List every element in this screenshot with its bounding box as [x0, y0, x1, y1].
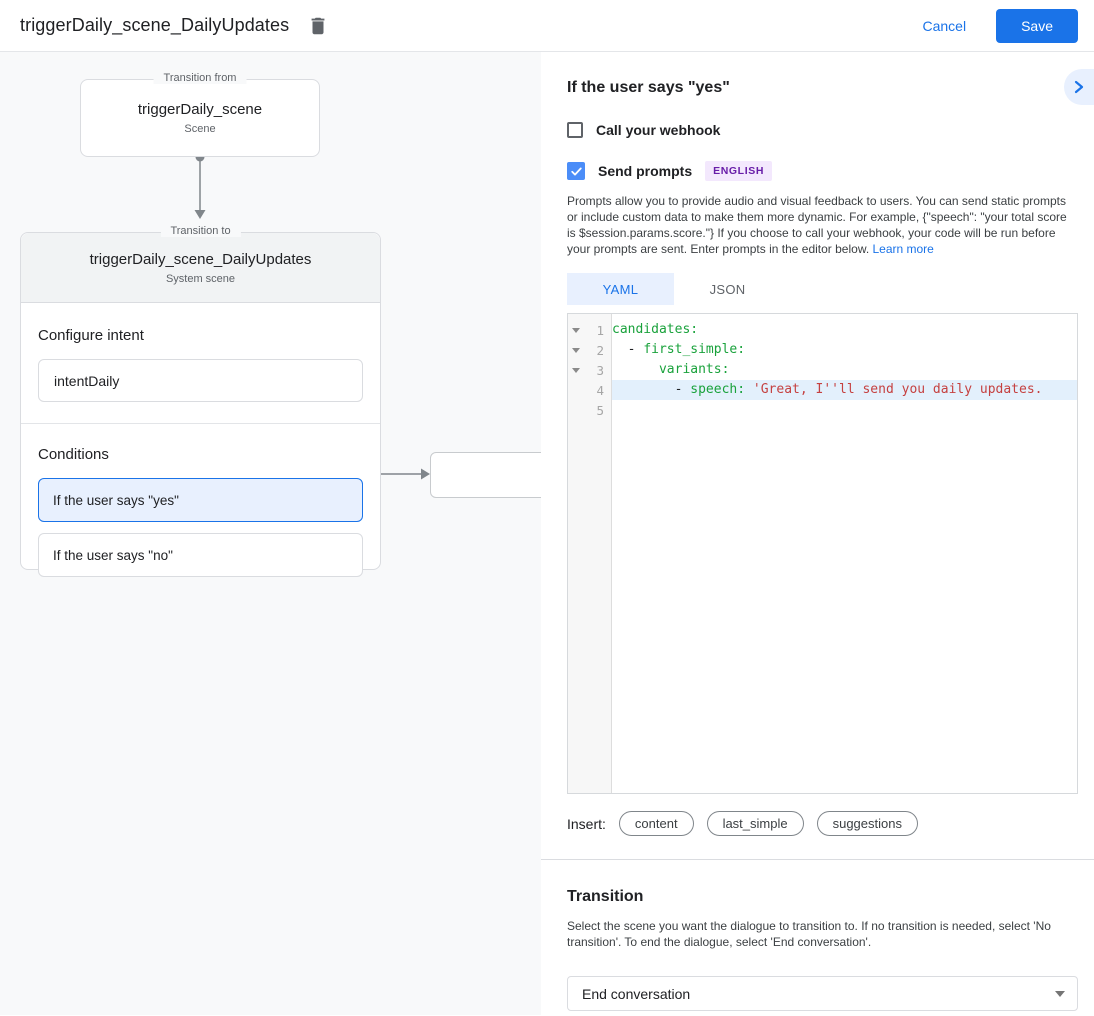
line-number: 3 [596, 362, 604, 378]
transition-dropdown[interactable]: End conversation [567, 976, 1078, 1011]
yaml-punctuation [612, 362, 659, 377]
transition-to-label: Transition to [160, 225, 241, 237]
scene-name: triggerDaily_scene [137, 101, 263, 118]
gutter-line: 5 [568, 400, 611, 420]
section-divider [21, 423, 380, 424]
yaml-string: 'Great, I''ll send you daily updates. [752, 382, 1043, 397]
insert-suggestions-button[interactable]: suggestions [816, 811, 918, 836]
condition-item-no[interactable]: If the user says "no" [38, 533, 363, 577]
chevron-right-icon [1072, 80, 1086, 94]
page-title: triggerDaily_scene_DailyUpdates [20, 15, 290, 35]
code-area[interactable]: candidates: - first_simple: variants: - … [612, 314, 1077, 793]
condition-label: If the user says "no" [53, 547, 173, 563]
webhook-checkbox-label: Call your webhook [596, 122, 721, 138]
scene-name: triggerDaily_scene_DailyUpdates [89, 250, 312, 268]
scene-node-trigger-daily[interactable]: Transition from triggerDaily_scene Scene [80, 72, 320, 157]
insert-last-simple-button[interactable]: last_simple [706, 811, 804, 836]
editor-gutter: 1 2 3 4 5 [568, 314, 612, 793]
language-badge: ENGLISH [705, 161, 772, 181]
fold-arrow-icon [572, 367, 580, 373]
scene-flow-canvas: Transition from triggerDaily_scene Scene… [0, 52, 541, 1015]
gutter-line: 4 [568, 380, 611, 400]
dropdown-caret-icon [1055, 990, 1065, 997]
condition-detail-panel: If the user says "yes" Call your webhook… [541, 52, 1094, 1015]
configure-intent-heading: Configure intent [38, 327, 144, 344]
save-button[interactable]: Save [996, 8, 1078, 43]
transition-heading: Transition [567, 888, 644, 905]
yaml-key: speech: [690, 382, 746, 397]
insert-content-button[interactable]: content [618, 811, 694, 836]
panel-divider [541, 859, 1094, 860]
scene-node-header[interactable]: triggerDaily_scene_DailyUpdates System s… [21, 233, 380, 303]
fold-toggle[interactable] [568, 347, 584, 353]
scene-node-daily-updates: Transition to triggerDaily_scene_DailyUp… [20, 225, 381, 577]
code-line: - first_simple: [612, 340, 1077, 360]
gutter-line: 2 [568, 340, 611, 360]
fold-arrow-icon [572, 347, 580, 353]
insert-label: Insert: [567, 815, 606, 832]
yaml-punctuation: - [612, 382, 691, 397]
header-actions: Cancel Save [922, 8, 1078, 43]
line-number: 1 [596, 322, 604, 338]
condition-label: If the user says "yes" [53, 492, 179, 508]
transition-description: Select the scene you want the dialogue t… [567, 919, 1051, 949]
cancel-button[interactable]: Cancel [922, 17, 967, 34]
transition-target-node[interactable] [430, 452, 541, 498]
fold-arrow-icon [572, 327, 580, 333]
prompts-description-text: Prompts allow you to provide audio and v… [567, 194, 1067, 256]
code-line [612, 400, 1077, 420]
prompts-checkbox-row: Send prompts ENGLISH [567, 161, 1078, 181]
delete-button[interactable] [307, 15, 329, 37]
scene-type: System scene [165, 272, 236, 285]
send-prompts-label: Send prompts [598, 163, 693, 179]
gutter-line: 3 [568, 360, 611, 380]
condition-title: If the user says "yes" [567, 79, 730, 96]
intent-item[interactable]: intentDaily [38, 359, 363, 402]
insert-row: Insert: content last_simple suggestions [567, 811, 1078, 836]
scene-type: Scene [184, 123, 216, 135]
fold-toggle[interactable] [568, 327, 584, 333]
yaml-key: first_simple: [643, 342, 746, 357]
yaml-key: candidates: [612, 322, 699, 337]
send-prompts-checkbox[interactable] [567, 162, 585, 180]
gutter-line: 1 [568, 320, 611, 340]
transition-dropdown-value: End conversation [582, 985, 691, 1002]
yaml-punctuation: - [612, 342, 644, 357]
prompt-code-editor: 1 2 3 4 5 can [567, 313, 1078, 794]
trash-icon [307, 15, 329, 37]
line-number: 2 [596, 342, 604, 358]
intent-name: intentDaily [54, 372, 120, 389]
tab-json[interactable]: JSON [709, 281, 746, 297]
conditions-heading: Conditions [38, 446, 109, 463]
yaml-key: variants: [658, 362, 730, 377]
prompts-description: Prompts allow you to provide audio and v… [567, 193, 1078, 257]
code-line-active: - speech: 'Great, I''ll send you daily u… [612, 380, 1077, 400]
fold-toggle[interactable] [568, 367, 584, 373]
editor-format-tabs: YAML JSON [567, 273, 1078, 305]
learn-more-link[interactable]: Learn more [872, 242, 934, 256]
checkmark-icon [570, 165, 583, 178]
app-header: triggerDaily_scene_DailyUpdates Cancel S… [0, 0, 1094, 52]
webhook-checkbox[interactable] [567, 122, 583, 138]
line-number: 5 [596, 402, 604, 418]
code-line: candidates: [612, 320, 1077, 340]
line-number: 4 [596, 382, 604, 398]
yaml-punctuation [745, 382, 753, 397]
tab-yaml[interactable]: YAML [567, 273, 674, 305]
scene-node-body: Configure intent intentDaily Conditions … [21, 327, 380, 577]
collapse-panel-button[interactable] [1064, 69, 1094, 105]
code-line: variants: [612, 360, 1077, 380]
condition-item-yes[interactable]: If the user says "yes" [38, 478, 363, 522]
transition-from-label: Transition from [153, 72, 247, 84]
webhook-checkbox-row: Call your webhook [567, 122, 1078, 138]
